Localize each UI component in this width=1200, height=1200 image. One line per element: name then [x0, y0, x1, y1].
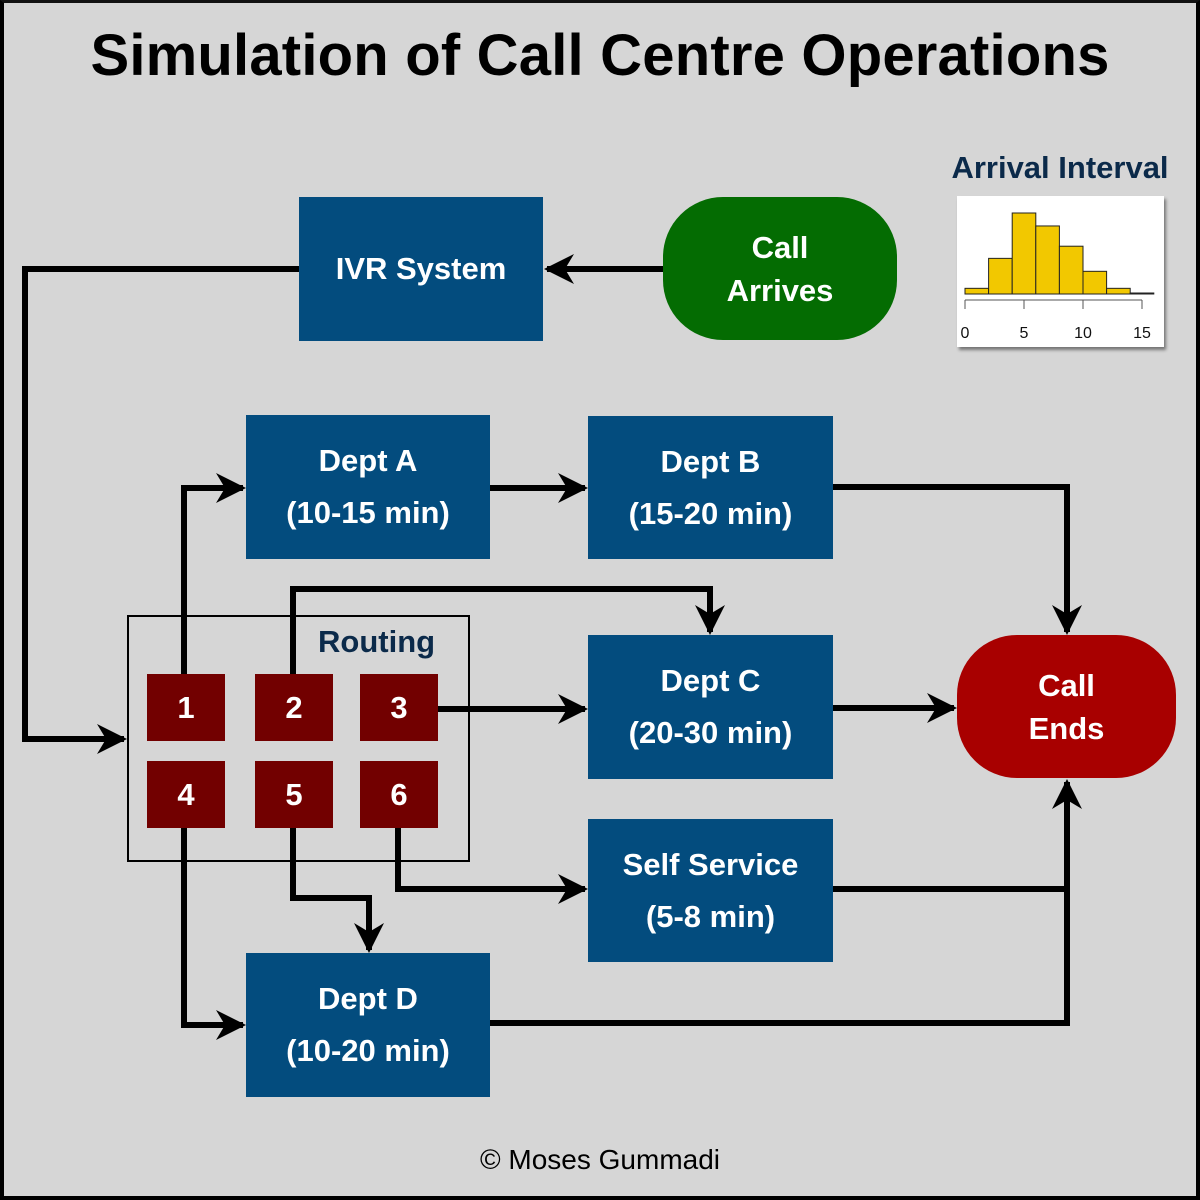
routing-group: [127, 615, 470, 862]
dept-c-node: Dept C (20-30 min): [588, 635, 833, 779]
dept-b-time: (15-20 min): [628, 495, 793, 531]
histogram-bar: [1129, 292, 1155, 295]
histogram-bar: [1058, 245, 1084, 295]
dept-d-time: (10-20 min): [286, 1033, 450, 1068]
arrow-dept-b-to-call-ends: [833, 484, 1082, 635]
arrow-ivr-to-routing: [22, 266, 299, 754]
self-service-name: Self Service: [622, 846, 799, 882]
dept-a-node: Dept A (10-15 min): [246, 415, 490, 559]
histogram-tick-label: 10: [1074, 325, 1092, 342]
call-arrives-line-1: Call: [751, 229, 809, 265]
arrow-route6-to-self-service: [395, 828, 588, 904]
route-option-3: 3: [360, 674, 438, 741]
page-title: Simulation of Call Centre Operations: [90, 23, 1110, 88]
call-arrives-line-2: Arrives: [726, 272, 834, 308]
self-service-node: Self Service (5-8 min): [588, 819, 833, 962]
dept-d-name: Dept D: [318, 981, 418, 1016]
self-service-time: (5-8 min): [645, 898, 776, 934]
arrow-dept-d-to-call-ends: [490, 779, 1082, 1026]
histogram-tick-label: 5: [1020, 325, 1029, 342]
ivr-system-node: IVR System: [299, 197, 543, 341]
arrow-route5-to-dept-d: [290, 828, 384, 953]
routing-label: Routing: [318, 624, 436, 659]
arrival-interval-histogram: 0 5 10 15: [957, 196, 1164, 347]
histogram-bar: [1011, 212, 1037, 295]
histogram-tick-label: 15: [1133, 325, 1151, 342]
call-ends-node: Call Ends: [957, 635, 1176, 778]
histogram-title: Arrival Interval: [951, 150, 1169, 185]
call-arrives-node: Call Arrives: [663, 197, 897, 340]
dept-c-time: (20-30 min): [628, 715, 793, 750]
histogram-bar: [988, 257, 1013, 295]
route-option-5: 5: [255, 761, 333, 828]
dept-a-name: Dept A: [318, 443, 418, 478]
copyright-text: © Moses Gummadi: [479, 1144, 721, 1175]
dept-b-node: Dept B (15-20 min): [588, 416, 833, 559]
call-ends-line-2: Ends: [1028, 710, 1105, 746]
call-ends-line-1: Call: [1038, 667, 1095, 703]
histogram-bar: [1106, 287, 1131, 295]
histogram-bar: [964, 287, 990, 295]
route-option-1: 1: [147, 674, 225, 741]
route-option-2: 2: [255, 674, 333, 741]
histogram-bar: [1035, 225, 1060, 295]
dept-b-name: Dept B: [660, 443, 761, 479]
dept-c-name: Dept C: [660, 663, 761, 698]
histogram-bar: [1082, 270, 1108, 295]
arrow-route4-to-dept-d: [181, 828, 246, 1040]
histogram-tick-label: 0: [961, 325, 970, 342]
arrow-route1-to-dept-a: [181, 473, 246, 674]
histogram-svg: 0 5 10 15: [961, 212, 1155, 342]
ivr-system-label: IVR System: [335, 251, 507, 286]
route-option-6: 6: [360, 761, 438, 828]
dept-a-time: (10-15 min): [286, 495, 450, 530]
arrow-route2-to-dept-c: [290, 586, 725, 674]
route-option-4: 4: [147, 761, 225, 828]
dept-d-node: Dept D (10-20 min): [246, 953, 490, 1097]
